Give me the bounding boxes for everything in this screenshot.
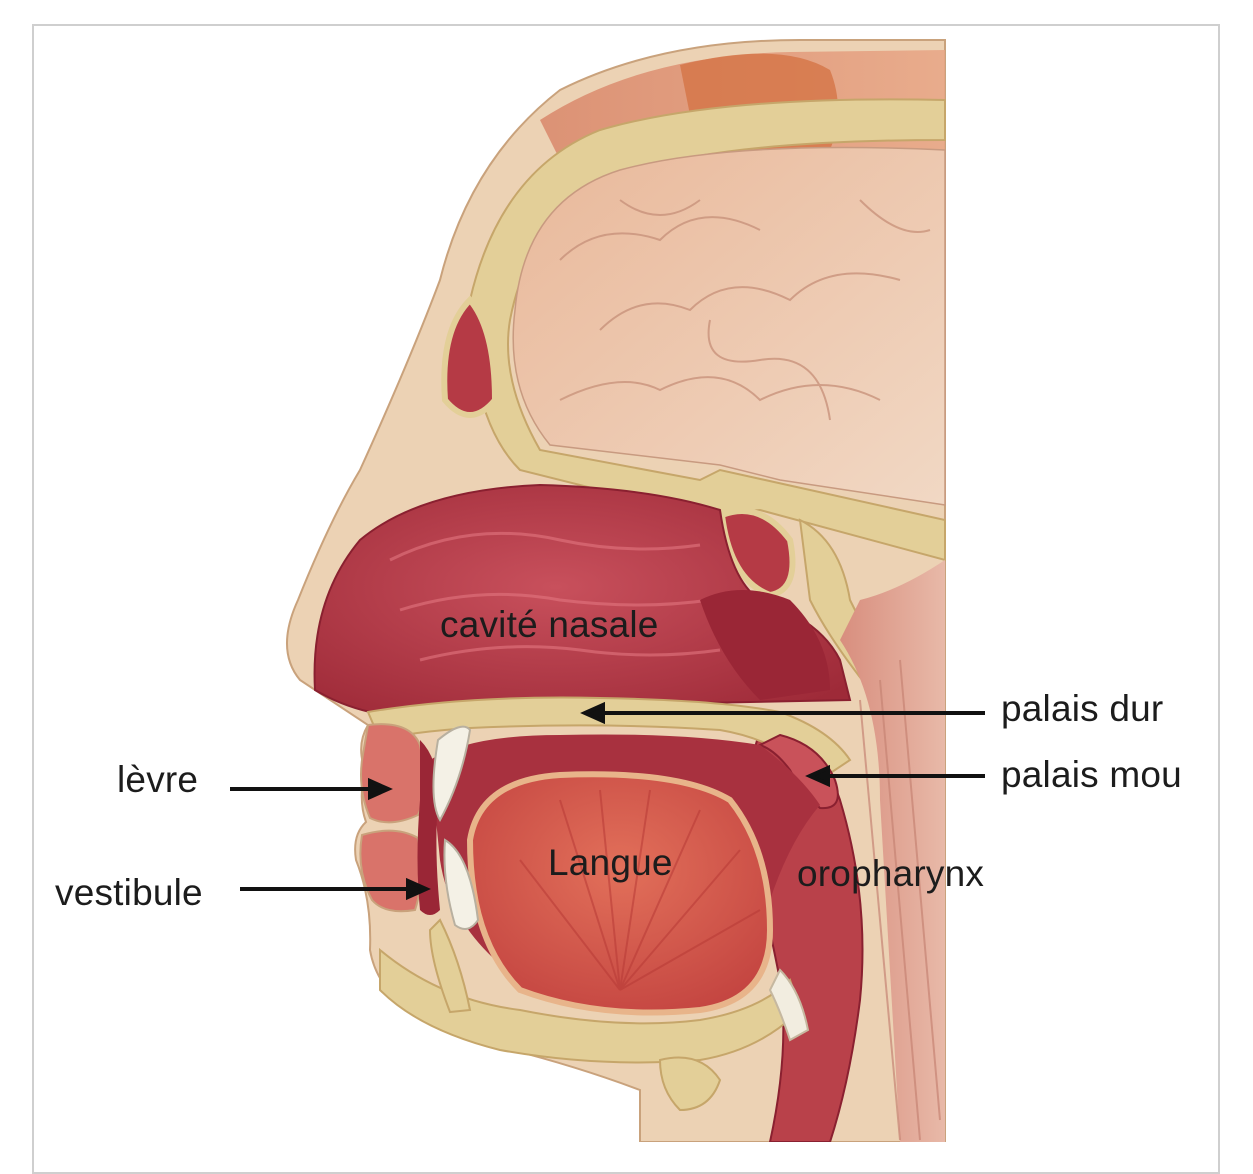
head-sagittal-section <box>0 0 1253 1142</box>
label-palais-mou: palais mou <box>1001 754 1182 796</box>
tongue <box>470 774 770 1012</box>
label-vestibule: vestibule <box>55 872 203 914</box>
label-palais-dur: palais dur <box>1001 688 1163 730</box>
label-cavite-nasale: cavité nasale <box>440 604 659 646</box>
label-langue: Langue <box>548 842 673 884</box>
label-oropharynx: oropharynx <box>797 853 984 895</box>
label-levre: lèvre <box>117 759 198 801</box>
upper-lip <box>361 724 425 822</box>
